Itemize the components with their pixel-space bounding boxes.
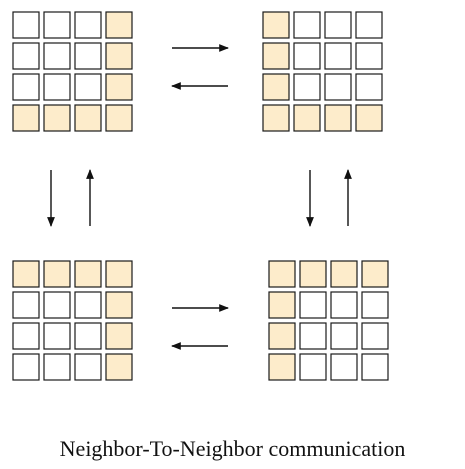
interior-cell — [299, 322, 327, 350]
halo-cell — [268, 353, 296, 381]
halo-cell — [43, 104, 71, 132]
interior-cell — [74, 353, 102, 381]
interior-cell — [330, 322, 358, 350]
interior-cell — [74, 291, 102, 319]
interior-cell — [355, 42, 383, 70]
interior-cell — [74, 11, 102, 39]
halo-cell — [268, 291, 296, 319]
halo-cell — [105, 73, 133, 101]
halo-cell — [74, 104, 102, 132]
halo-cell — [105, 322, 133, 350]
halo-cell — [361, 260, 389, 288]
interior-cell — [43, 291, 71, 319]
interior-cell — [293, 42, 321, 70]
grid-top-right — [262, 11, 383, 132]
interior-cell — [43, 353, 71, 381]
halo-cell — [262, 42, 290, 70]
halo-cell — [105, 11, 133, 39]
interior-cell — [43, 73, 71, 101]
halo-cell — [12, 260, 40, 288]
halo-cell — [105, 353, 133, 381]
interior-cell — [12, 322, 40, 350]
interior-cell — [324, 42, 352, 70]
grid-top-left — [12, 11, 133, 132]
halo-cell — [262, 11, 290, 39]
interior-cell — [43, 42, 71, 70]
interior-cell — [355, 11, 383, 39]
halo-cell — [262, 73, 290, 101]
halo-cell — [74, 260, 102, 288]
neighbor-communication-diagram — [12, 11, 389, 381]
halo-cell — [12, 104, 40, 132]
halo-cell — [268, 322, 296, 350]
interior-cell — [324, 11, 352, 39]
interior-cell — [12, 42, 40, 70]
interior-cell — [293, 73, 321, 101]
interior-cell — [299, 291, 327, 319]
halo-cell — [324, 104, 352, 132]
halo-cell — [355, 104, 383, 132]
interior-cell — [43, 11, 71, 39]
interior-cell — [355, 73, 383, 101]
interior-cell — [324, 73, 352, 101]
halo-cell — [262, 104, 290, 132]
halo-cell — [268, 260, 296, 288]
interior-cell — [12, 291, 40, 319]
halo-cell — [330, 260, 358, 288]
interior-cell — [12, 11, 40, 39]
halo-cell — [105, 260, 133, 288]
interior-cell — [12, 73, 40, 101]
halo-cell — [43, 260, 71, 288]
halo-cell — [105, 291, 133, 319]
grid-bottom-left — [12, 260, 133, 381]
diagram-caption: Neighbor-To-Neighbor communication — [59, 436, 406, 461]
interior-cell — [43, 322, 71, 350]
interior-cell — [74, 73, 102, 101]
interior-cell — [12, 353, 40, 381]
interior-cell — [74, 42, 102, 70]
interior-cell — [293, 11, 321, 39]
halo-cell — [105, 104, 133, 132]
halo-cell — [105, 42, 133, 70]
grid-bottom-right — [268, 260, 389, 381]
halo-cell — [299, 260, 327, 288]
interior-cell — [299, 353, 327, 381]
interior-cell — [74, 322, 102, 350]
interior-cell — [361, 322, 389, 350]
interior-cell — [361, 291, 389, 319]
interior-cell — [330, 353, 358, 381]
interior-cell — [330, 291, 358, 319]
halo-cell — [293, 104, 321, 132]
interior-cell — [361, 353, 389, 381]
